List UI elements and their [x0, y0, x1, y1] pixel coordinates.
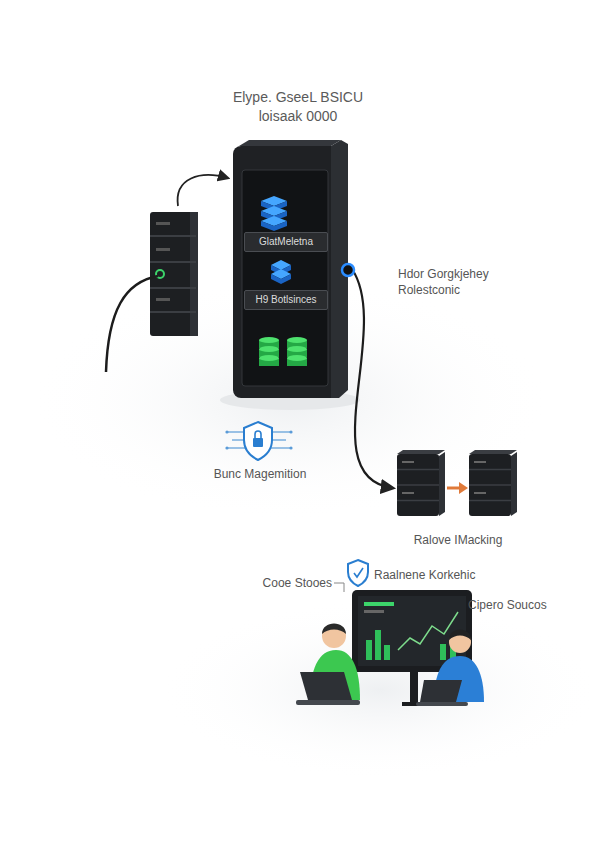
person-blue: [416, 630, 484, 707]
text-label: Hdor Gorgkjehey Rolestconic: [398, 266, 518, 298]
panel-label: H9 Botlsinces: [244, 290, 328, 310]
text-label: Bunc Magemition: [200, 466, 320, 482]
arrow-line: [178, 175, 228, 206]
person-green: [296, 624, 360, 706]
server-group-node: Ralove IMacking: [393, 448, 523, 548]
text-label: Cipero Soucos: [468, 597, 578, 613]
small-shield-icon: [348, 560, 368, 586]
server-cabinet: [233, 140, 348, 398]
security-shield-icon: [225, 422, 292, 460]
cable: [106, 276, 158, 372]
server-node: GlatMeletna H9 Botlsinces: [233, 140, 348, 398]
text-label: Raalnene Korkehic: [374, 567, 504, 583]
diagram-title: Elype. GseeL BSICU loisaak 0000: [220, 88, 376, 126]
cable-connector: [352, 269, 393, 488]
node-label: Ralove IMacking: [393, 532, 523, 548]
panel-label: GlatMeletna: [244, 232, 328, 252]
left-server: [150, 212, 198, 336]
dashboard-monitor: [352, 590, 472, 706]
text-label: Cooe Stooes: [230, 575, 332, 591]
server-pair: [393, 448, 523, 520]
